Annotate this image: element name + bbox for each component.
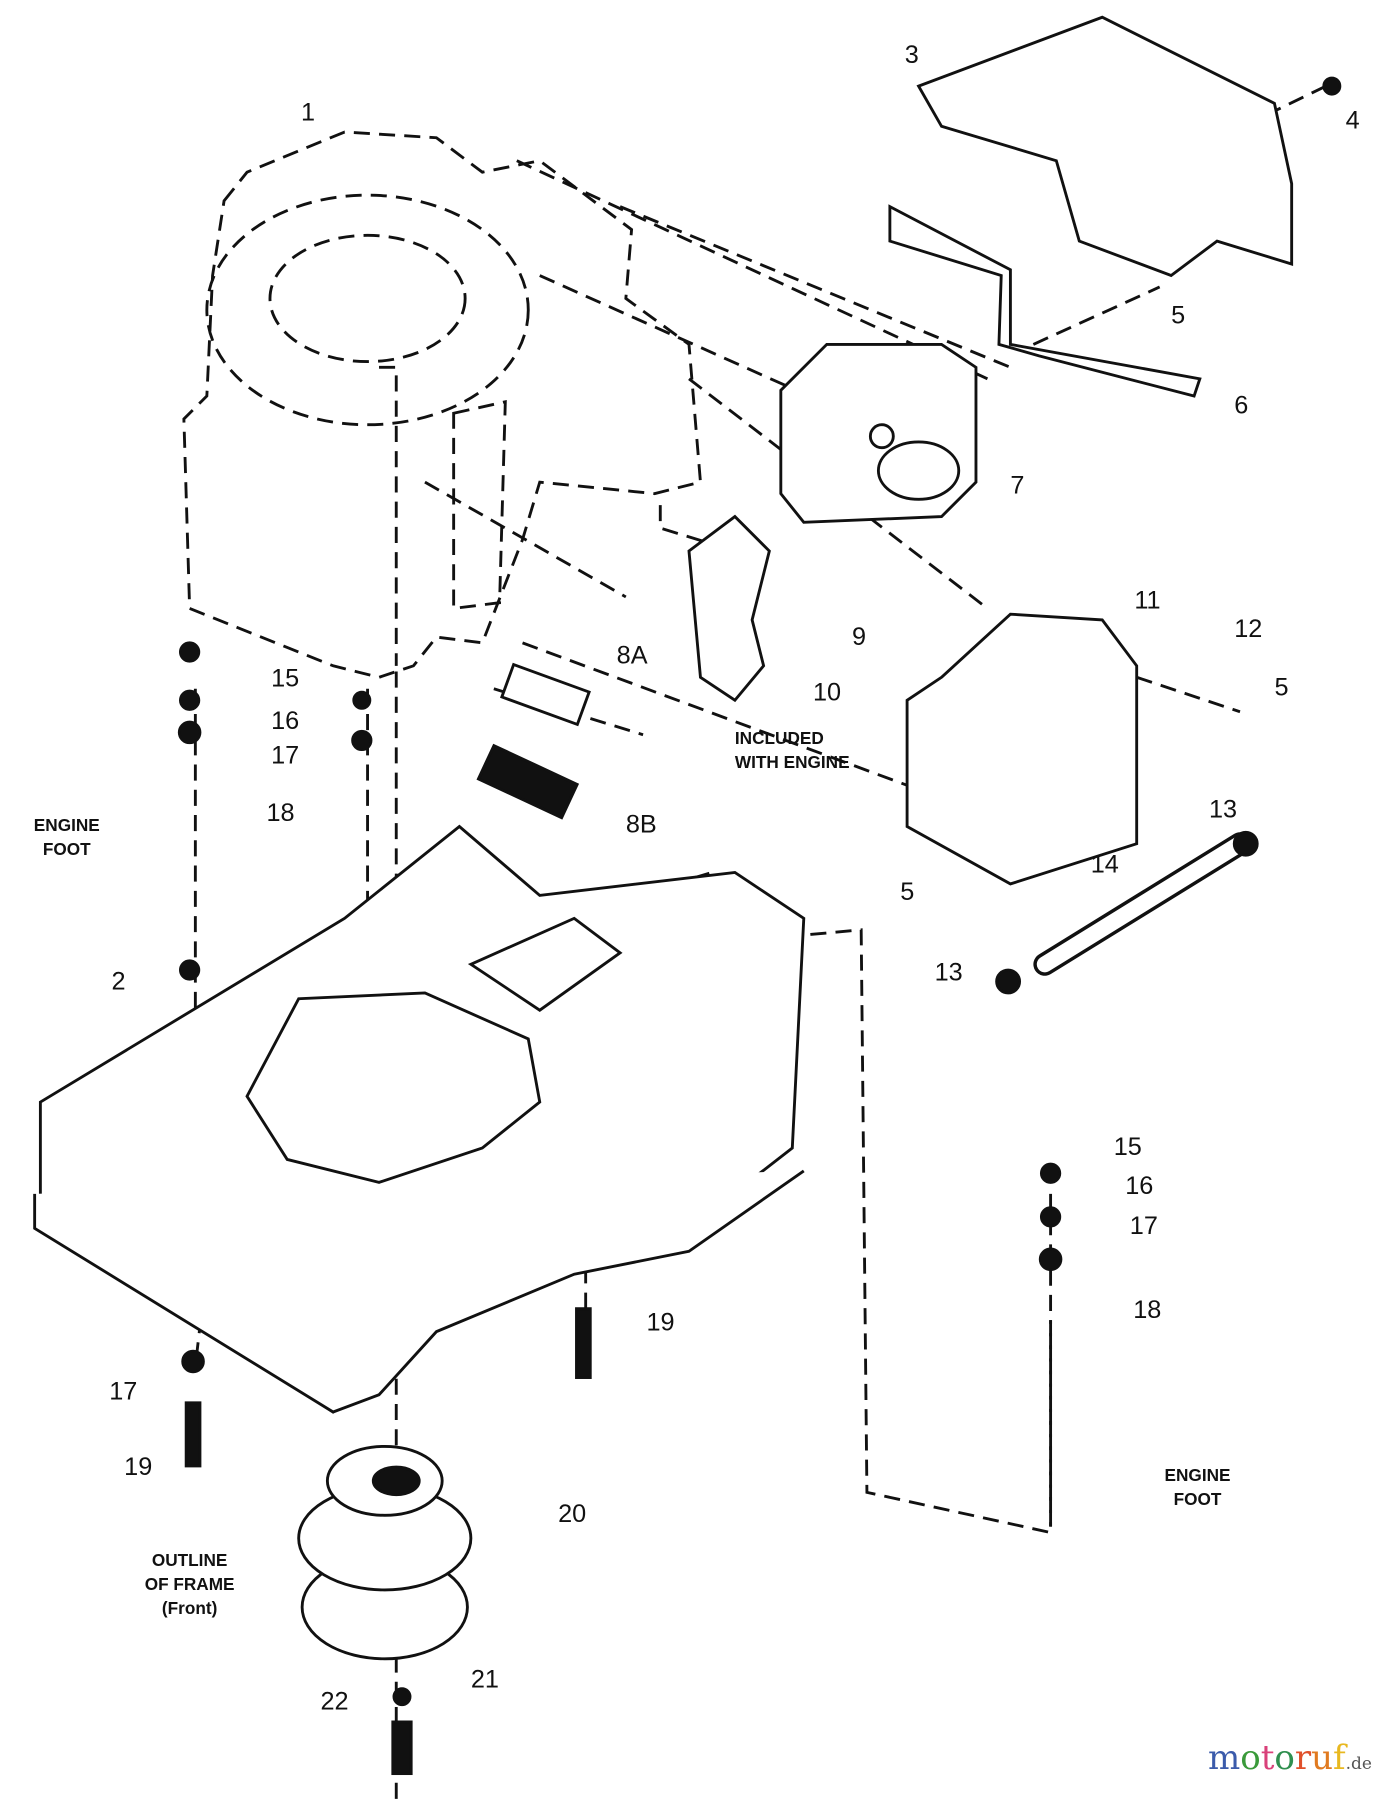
callout-21: 21 <box>471 1666 499 1694</box>
fitting-8b <box>476 743 580 820</box>
callout-22: 22 <box>320 1687 348 1715</box>
callout-17: 17 <box>271 741 299 769</box>
note-outline-of-frame: (Front) <box>162 1598 217 1618</box>
fitting-8a <box>500 662 591 727</box>
note-included-with-engine: INCLUDED <box>735 728 824 748</box>
callout-10: 10 <box>813 678 841 706</box>
callout-13: 13 <box>935 958 963 986</box>
callout-11: 11 <box>1134 586 1160 614</box>
exhaust-elbow <box>687 514 771 703</box>
callout-7: 7 <box>1010 472 1024 500</box>
callout-6: 6 <box>1234 391 1248 419</box>
callout-8A: 8A <box>617 642 648 670</box>
callout-16: 16 <box>1125 1172 1153 1200</box>
callout-19: 19 <box>647 1308 675 1336</box>
callout-14: 14 <box>1091 850 1119 878</box>
note-outline-of-frame: OF FRAME <box>145 1574 235 1594</box>
motoruf-watermark-logo: motoruf.de <box>1207 1738 1372 1778</box>
callout-19: 19 <box>124 1453 152 1481</box>
hardware <box>177 76 1342 1776</box>
callout-3: 3 <box>905 41 919 69</box>
callout-8B: 8B <box>626 810 657 838</box>
callout-17: 17 <box>109 1377 137 1405</box>
callout-16: 16 <box>271 707 299 735</box>
callout-13: 13 <box>1209 795 1237 823</box>
frame <box>33 824 806 1414</box>
callout-18: 18 <box>267 799 295 827</box>
heat-shield <box>905 612 1139 886</box>
callout-4: 4 <box>1346 107 1360 135</box>
callout-17: 17 <box>1130 1212 1158 1240</box>
note-engine-foot-left: ENGINE <box>34 815 100 835</box>
callout-12: 12 <box>1234 615 1262 643</box>
callout-5: 5 <box>900 878 914 906</box>
note-engine-foot-right: ENGINE <box>1165 1465 1231 1485</box>
note-included-with-engine: WITH ENGINE <box>735 752 850 772</box>
callout-1: 1 <box>301 99 315 127</box>
callout-5: 5 <box>1171 302 1185 330</box>
callout-15: 15 <box>1114 1133 1142 1161</box>
callout-15: 15 <box>271 664 299 692</box>
callout-5: 5 <box>1274 674 1288 702</box>
note-engine-foot-left: FOOT <box>43 839 91 859</box>
bracket <box>888 204 1202 398</box>
callout-18: 18 <box>1133 1296 1161 1324</box>
callout-2: 2 <box>112 968 126 996</box>
callout-9: 9 <box>852 623 866 651</box>
note-engine-foot-right: FOOT <box>1174 1489 1222 1509</box>
callout-20: 20 <box>558 1500 586 1528</box>
muffler-shield <box>916 15 1294 278</box>
muffler <box>779 342 978 524</box>
pulley <box>297 1444 473 1661</box>
note-outline-of-frame: OUTLINE <box>152 1550 228 1570</box>
watermark-suffix: .de <box>1345 1754 1372 1774</box>
